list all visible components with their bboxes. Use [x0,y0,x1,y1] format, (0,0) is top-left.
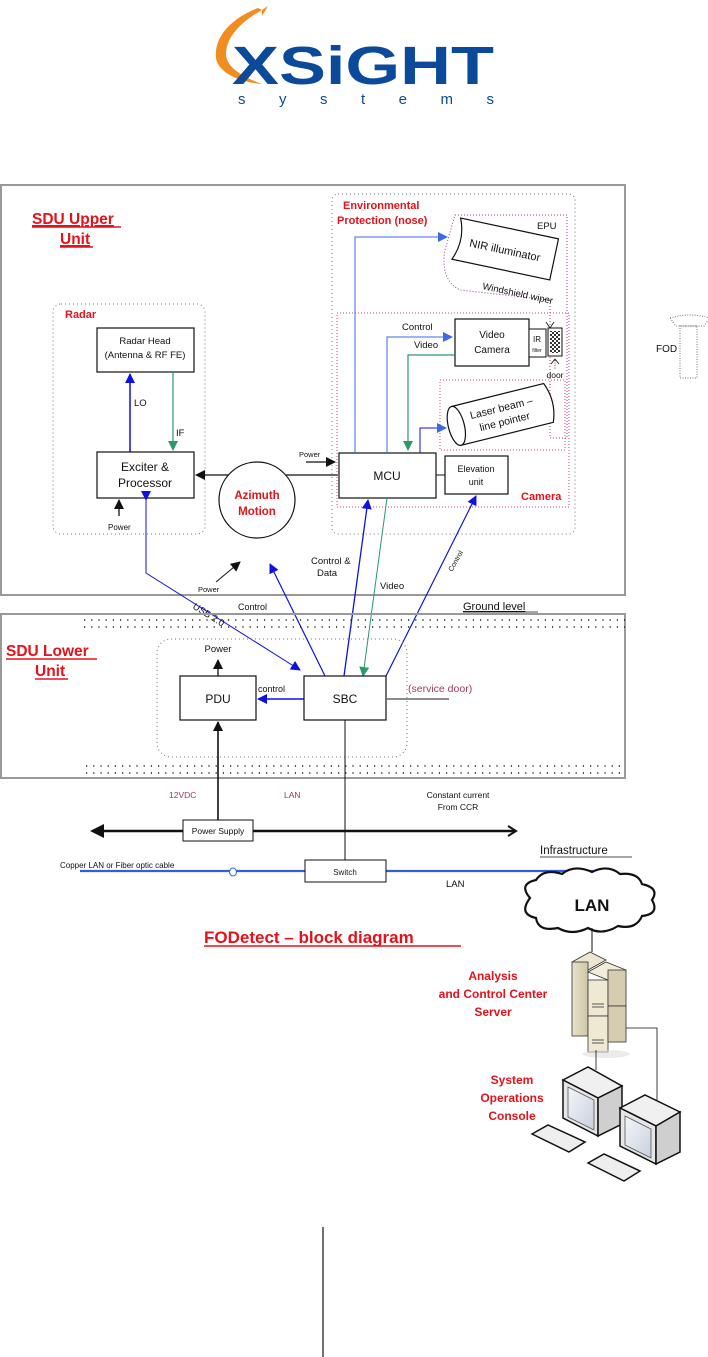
azimuth-label-1: Azimuth [234,490,279,502]
video-camera-label-1: Video [479,330,505,341]
radar-head-label-2: (Antenna & RF FE) [105,350,186,361]
lan-cloud-label: LAN [575,896,610,915]
fod-object: FOD [656,314,708,379]
server-label-1: Analysis [468,969,518,983]
video-camera-label-2: Camera [474,345,510,356]
video-camera-block[interactable] [454,318,530,367]
radar-group [52,303,206,535]
pdu-block[interactable] [179,675,257,721]
azimuth-power-arrow [215,561,241,583]
elevation-control-link [377,495,477,687]
lo-label: LO [134,398,147,409]
control-data-link [337,499,372,686]
ir-filter-label-2: filter [532,348,542,354]
video-down-label: Video [380,581,404,592]
pdu-label: PDU [205,692,230,706]
epu-region [443,214,568,439]
pdu-control-label: control [258,684,285,694]
server-icon[interactable] [571,951,630,1058]
radar-head-block[interactable] [96,327,195,373]
console-label-1: System [491,1073,534,1087]
radar-label: Radar [65,309,97,321]
camera-group-label: Camera [521,491,562,503]
env-protection-title-1: Environmental [343,200,419,212]
switch-block[interactable] [304,859,387,883]
usb-link [141,491,301,671]
infrastructure-label: Infrastructure [540,845,608,857]
azimuth-power-label: Power [198,585,220,594]
lower-unit-title-1: SDU Lower [6,643,89,660]
service-door-label: (service door) [408,683,472,695]
lower-unit-enclosure [0,613,626,779]
ground-level-label: Ground level [463,601,525,613]
mcu-power-label: Power [299,450,321,459]
windshield-wiper-label: Windshield wiper [481,281,554,307]
door-label: door [546,370,563,380]
logo-swoosh [215,8,262,84]
azimuth-label-2: Motion [238,506,276,518]
usb-label: USB 2.0 [190,601,226,629]
exciter-processor-block[interactable] [96,451,195,499]
cable-label: Copper LAN or Fiber optic cable [60,861,175,870]
ir-filter-block[interactable] [528,328,547,358]
upper-unit-title-2: Unit [60,231,90,248]
camera-control-label: Control [402,322,433,333]
laser-control-link [419,423,447,453]
sbc-block[interactable] [303,675,387,721]
lower-internal-group [156,638,408,758]
azimuth-control-link [269,563,326,677]
exciter-power-label: Power [108,523,131,532]
camera-control-link [386,332,453,453]
ccr-label-2: From CCR [438,802,479,812]
lan-cloud-icon[interactable] [524,867,656,934]
diagram-title: FODetect – block diagram [204,928,414,947]
server-label-3: Server [474,1005,512,1019]
pdu-power-label: Power [205,644,232,655]
xsight-logo: XSiGHT s y s t e m s [215,6,494,108]
elevation-label-2: unit [469,477,484,487]
camera-video-link [403,354,455,451]
upper-unit-title-1: SDU Upper [32,211,114,228]
power-supply-label: Power Supply [192,826,245,836]
vdc-label: 12VDC [169,790,196,800]
env-protection-title-2: Protection (nose) [337,215,428,227]
logo-brand: XSiGHT [232,36,494,96]
exciter-label-1: Exciter & [121,460,169,474]
server-label-2: and Control Center [439,987,548,1001]
switch-label: Switch [333,868,357,877]
laser-pointer-block[interactable]: Laser beam – line pointer [444,382,557,448]
elevation-control-label: Control [448,550,466,573]
sbc-label: SBC [333,692,358,706]
lan-line-label: LAN [446,879,465,890]
azimuth-control-label: Control [238,602,267,612]
console-label-3: Console [488,1109,536,1123]
ir-filter-label-1: IR [533,335,541,344]
lower-unit-title-2: Unit [35,663,65,680]
control-data-label-2: Data [317,568,338,579]
console-workstation-2-icon[interactable] [586,1094,682,1182]
cable-connector-icon [229,867,237,877]
camera-video-label: Video [414,340,438,351]
upper-unit-enclosure [0,184,626,596]
laser-region [439,379,566,451]
epu-label: EPU [537,221,557,232]
if-label: IF [176,428,185,439]
nir-control-link [354,232,448,453]
lan-vertical-label: LAN [284,790,301,800]
ccr-label-1: Constant current [427,790,490,800]
console-workstation-1-icon[interactable] [530,1066,624,1153]
exciter-label-2: Processor [118,476,172,490]
control-data-label-1: Control & [311,556,351,567]
elevation-unit-block[interactable] [444,455,509,495]
radar-head-label-1: Radar Head [119,336,170,347]
nir-illuminator-block[interactable]: NIR illuminator [450,217,560,281]
console-label-2: Operations [480,1091,544,1105]
fod-label: FOD [656,344,677,355]
mcu-label: MCU [373,469,400,483]
elevation-label-1: Elevation [457,464,494,474]
power-supply-block[interactable] [182,819,254,842]
